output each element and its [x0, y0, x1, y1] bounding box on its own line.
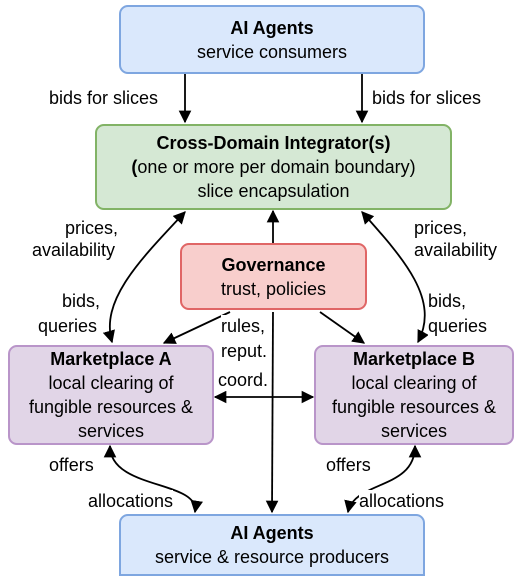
label-bids-left-2: queries	[38, 315, 98, 337]
governance-box: Governance trust, policies	[180, 243, 367, 310]
marketplace-a-line2: local clearing of	[48, 373, 174, 393]
marketplace-b-line3: fungible resources &	[331, 397, 497, 417]
ai-agents-producers-box: AI Agents service & resource producers	[119, 514, 425, 576]
label-reput: reput.	[221, 340, 268, 362]
label-allocations-right: allocations	[359, 490, 445, 512]
integrator-title: Cross-Domain Integrator(s)	[156, 133, 391, 153]
integrator-line2-text: one or more per domain boundary)	[137, 157, 416, 177]
governance-title: Governance	[221, 254, 326, 275]
marketplace-b-line4: services	[380, 421, 447, 441]
label-bids-for-slices-right: bids for slices	[372, 88, 482, 108]
label-prices-right-1: prices,	[414, 217, 468, 239]
label-bids-right-1: bids,	[428, 290, 467, 312]
label-bids-right-2: queries	[428, 315, 488, 337]
label-bids-for-slices-left: bids for slices	[49, 88, 159, 108]
governance-subtitle: trust, policies	[220, 278, 327, 299]
edge-integrator-marketplace-b	[361, 211, 429, 344]
marketplace-a-line3: fungible resources &	[28, 397, 194, 417]
marketplace-a-line4: services	[77, 421, 144, 441]
label-bids-left-1: bids,	[62, 290, 101, 312]
label-prices-right-2: availability	[414, 239, 498, 261]
marketplace-b-box: Marketplace B local clearing of fungible…	[314, 345, 514, 445]
label-offers-right: offers	[326, 454, 371, 476]
label-offers-left: offers	[49, 454, 94, 476]
edge-governance-producers	[265, 311, 279, 514]
label-prices-left-2: availability	[32, 239, 116, 261]
label-prices-left-1: prices,	[65, 217, 119, 239]
producers-subtitle: service & resource producers	[154, 547, 390, 567]
edge-integrator-marketplace-a	[102, 211, 186, 344]
label-coord: coord.	[218, 369, 269, 391]
label-allocations-left: allocations	[88, 490, 174, 512]
edge-governance-marketplace-b	[319, 311, 366, 344]
edge-marketplace-a-producers	[103, 444, 203, 514]
marketplace-b-line2: local clearing of	[351, 373, 477, 393]
consumers-subtitle: service consumers	[196, 41, 348, 62]
marketplace-a-title: Marketplace A	[50, 349, 172, 369]
integrator-line2-paren: (	[131, 157, 138, 177]
edge-governance-marketplace-a	[162, 311, 231, 344]
integrator-line2: (one or more per domain boundary)	[131, 155, 415, 179]
cross-domain-integrator-box: Cross-Domain Integrator(s) (one or more …	[95, 124, 452, 210]
producers-title: AI Agents	[230, 523, 314, 543]
label-rules: rules,	[221, 315, 266, 337]
integrator-line3: slice encapsulation	[197, 181, 350, 201]
marketplace-a-box: Marketplace A local clearing of fungible…	[8, 345, 214, 445]
consumers-title: AI Agents	[230, 17, 314, 38]
edge-marketplace-b-producers	[344, 444, 422, 514]
marketplace-b-title: Marketplace B	[352, 349, 476, 369]
ai-agents-consumers-box: AI Agents service consumers	[119, 5, 425, 74]
